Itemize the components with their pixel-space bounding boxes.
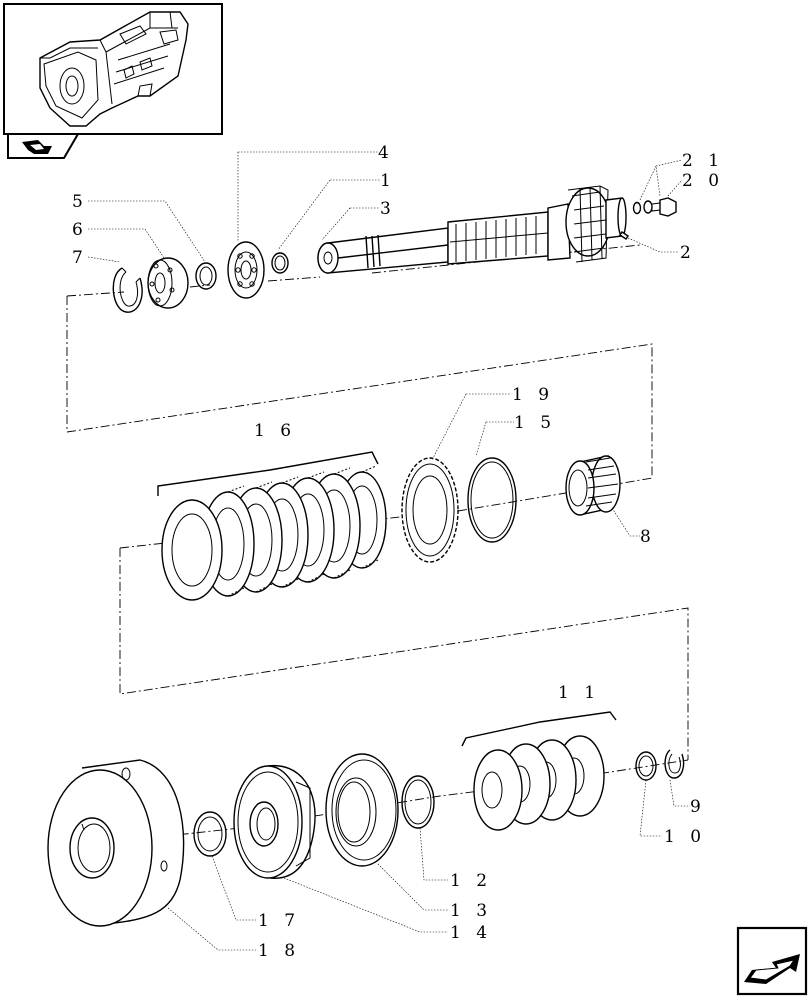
callout-9: 9 (690, 797, 706, 817)
part-seal-ring-pair[interactable] (632, 200, 653, 215)
callout-14: 1 4 (450, 923, 492, 943)
callout-1: 1 (380, 171, 396, 191)
part-16-bracket (157, 451, 379, 496)
next-page-button[interactable] (736, 926, 808, 996)
callout-8: 8 (640, 527, 656, 547)
part-bearing-cage[interactable] (147, 257, 189, 309)
callout-10: 1 0 (664, 827, 706, 847)
callout-7: 7 (72, 248, 88, 268)
back-arrow-icon[interactable] (22, 140, 52, 154)
callout-15: 1 5 (514, 413, 556, 433)
next-page-arrow-icon (744, 954, 800, 984)
callout-6: 6 (72, 220, 88, 240)
part-spring-stack[interactable] (473, 735, 605, 831)
callout-16: 1 6 (254, 421, 296, 441)
thumbnail-panel[interactable] (3, 3, 223, 159)
leader-lines (87, 151, 690, 951)
part-friction-disc[interactable] (401, 457, 459, 563)
part-wire-snap-ring[interactable] (467, 457, 517, 543)
callout-labels: 4 1 3 5 6 7 2 1 2 0 2 1 9 1 6 1 5 8 1 1 … (72, 143, 724, 961)
part-shim-ring[interactable] (635, 751, 657, 781)
part-circlip-9[interactable] (664, 749, 685, 779)
callout-4: 4 (378, 143, 394, 163)
callout-17: 1 7 (258, 911, 300, 931)
part-piston[interactable] (233, 764, 316, 879)
part-plug[interactable] (651, 197, 677, 217)
part-pin[interactable] (619, 231, 629, 240)
part-seal-ring[interactable] (193, 811, 227, 857)
callout-13: 1 3 (450, 901, 492, 921)
callout-20: 2 0 (682, 171, 724, 191)
callout-2: 2 (680, 243, 696, 263)
callout-18: 1 8 (258, 941, 300, 961)
callout-21: 2 1 (682, 151, 724, 171)
part-clutch-drum[interactable] (47, 759, 185, 927)
part-ring[interactable] (195, 262, 217, 290)
part-11-bracket (461, 711, 617, 747)
callout-3: 3 (380, 199, 396, 219)
part-shaft[interactable] (317, 185, 627, 274)
callout-12: 1 2 (450, 871, 492, 891)
part-piston-plate[interactable] (325, 753, 399, 867)
part-snap-ring-small[interactable] (271, 252, 289, 274)
callout-11: 1 1 (558, 683, 600, 703)
part-circlip[interactable] (112, 267, 143, 313)
callout-5: 5 (72, 192, 88, 212)
part-bearing-large[interactable] (227, 241, 265, 299)
part-clutch-pack[interactable] (161, 465, 387, 601)
part-splined-hub[interactable] (565, 455, 621, 516)
transmission-housing-icon (39, 11, 189, 127)
part-ring-12[interactable] (401, 775, 435, 829)
callout-19: 1 9 (512, 385, 554, 405)
